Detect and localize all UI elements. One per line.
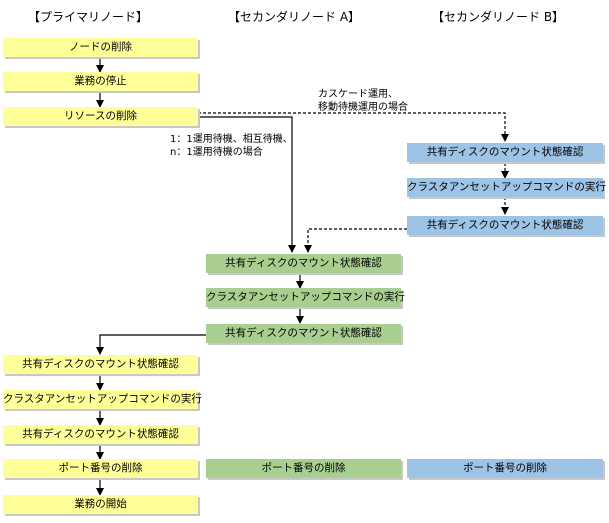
step-a-delete-port: ポート番号の削除 [206,459,401,478]
note-standby-line2: n：1運用待機の場合 [170,147,263,158]
step-primary-check-mount-2: 共有ディスクのマウント状態確認 [3,425,198,444]
note-cascade-line1: カスケード運用、 [318,89,398,100]
step-a-check-mount-2: 共有ディスクのマウント状態確認 [206,324,401,343]
step-a-cluster-unset: クラスタアンセットアップコマンドの実行 [206,288,405,307]
arrow-primary-to-a [198,116,296,253]
step-stop-business: 業務の停止 [3,72,198,91]
step-b-cluster-unset: クラスタアンセットアップコマンドの実行 [407,178,606,197]
column-title-secondary-b: 【セカンダリノード B】 [432,10,565,24]
step-primary-delete-port: ポート番号の削除 [3,459,198,478]
column-title-secondary-a: 【セカンダリノード A】 [228,10,361,24]
step-delete-node: ノードの削除 [3,38,198,57]
step-a-check-mount-1: 共有ディスクのマウント状態確認 [206,254,401,273]
column-title-primary: 【プライマリノード】 [28,10,149,24]
step-b-check-mount-1: 共有ディスクのマウント状態確認 [407,143,603,162]
arrow-a-to-primary [96,334,206,355]
note-standby: 1：1運用待機、相互待機、 n：1運用待機の場合 [170,133,293,159]
step-b-check-mount-2: 共有ディスクのマウント状態確認 [407,216,603,235]
step-primary-check-mount-1: 共有ディスクのマウント状態確認 [3,355,198,374]
step-start-business: 業務の開始 [3,495,198,514]
step-delete-resource: リソースの削除 [3,107,198,126]
note-cascade: カスケード運用、 移動待機運用の場合 [318,88,408,114]
step-b-delete-port: ポート番号の削除 [407,459,603,478]
note-standby-line1: 1：1運用待機、相互待機、 [170,134,293,145]
arrow-primary-to-b [198,112,509,142]
note-cascade-line2: 移動待機運用の場合 [318,102,408,113]
step-primary-cluster-unset: クラスタアンセットアップコマンドの実行 [3,390,202,409]
arrow-b-to-a [304,228,407,253]
